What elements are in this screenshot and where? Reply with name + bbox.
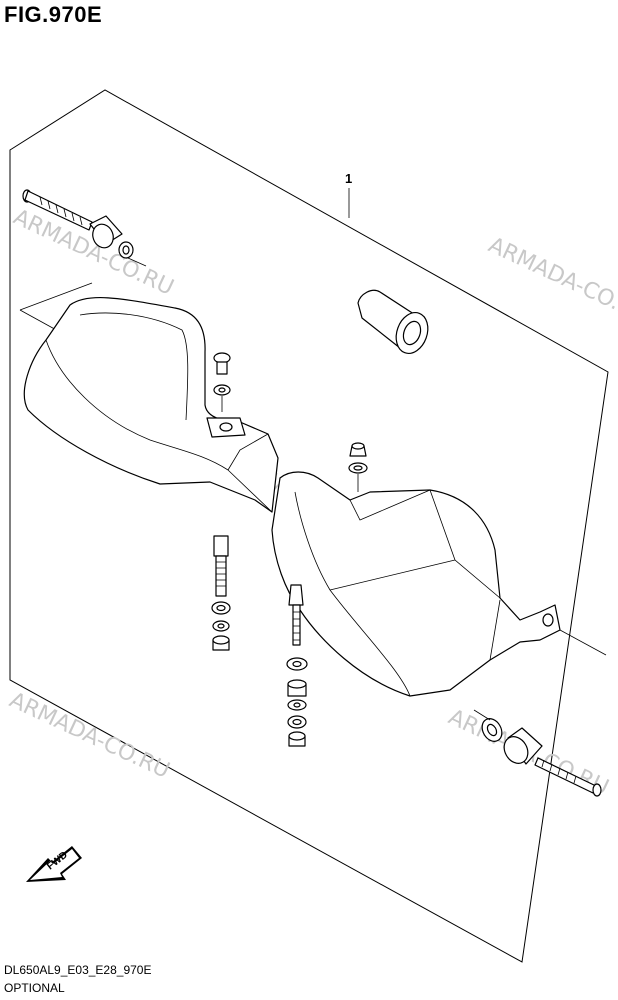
nut-right-guard [348,442,368,492]
figure-title: FIG.970E [4,2,103,27]
leader-line [559,629,607,656]
bolt-right-lower [286,584,308,747]
hand-guard-left [23,297,279,513]
watermark: ARMADA-CO.RU [5,688,173,784]
assembly-frame [9,89,609,963]
hand-guard-right [271,471,561,697]
washer-right-end [481,718,503,742]
bolt-right-end [534,757,602,797]
watermark: ARMADA-CO.RU [9,205,177,301]
leader-line [473,709,491,721]
leader-line [127,257,147,267]
screw-left-guard [213,352,231,412]
washer-left-end [118,241,134,259]
bolt-left-end [22,189,93,231]
bar-end-weight-left [89,215,123,249]
bar-end-weight-right [503,727,543,765]
footer-code: DL650AL9_E03_E28_970E [4,963,152,977]
bolt-left-lower [211,535,231,651]
grommet [357,289,429,354]
callout-number: 1 [345,171,352,186]
fwd-arrow-icon: FWD [26,846,82,882]
footer-label: OPTIONAL [4,981,65,995]
